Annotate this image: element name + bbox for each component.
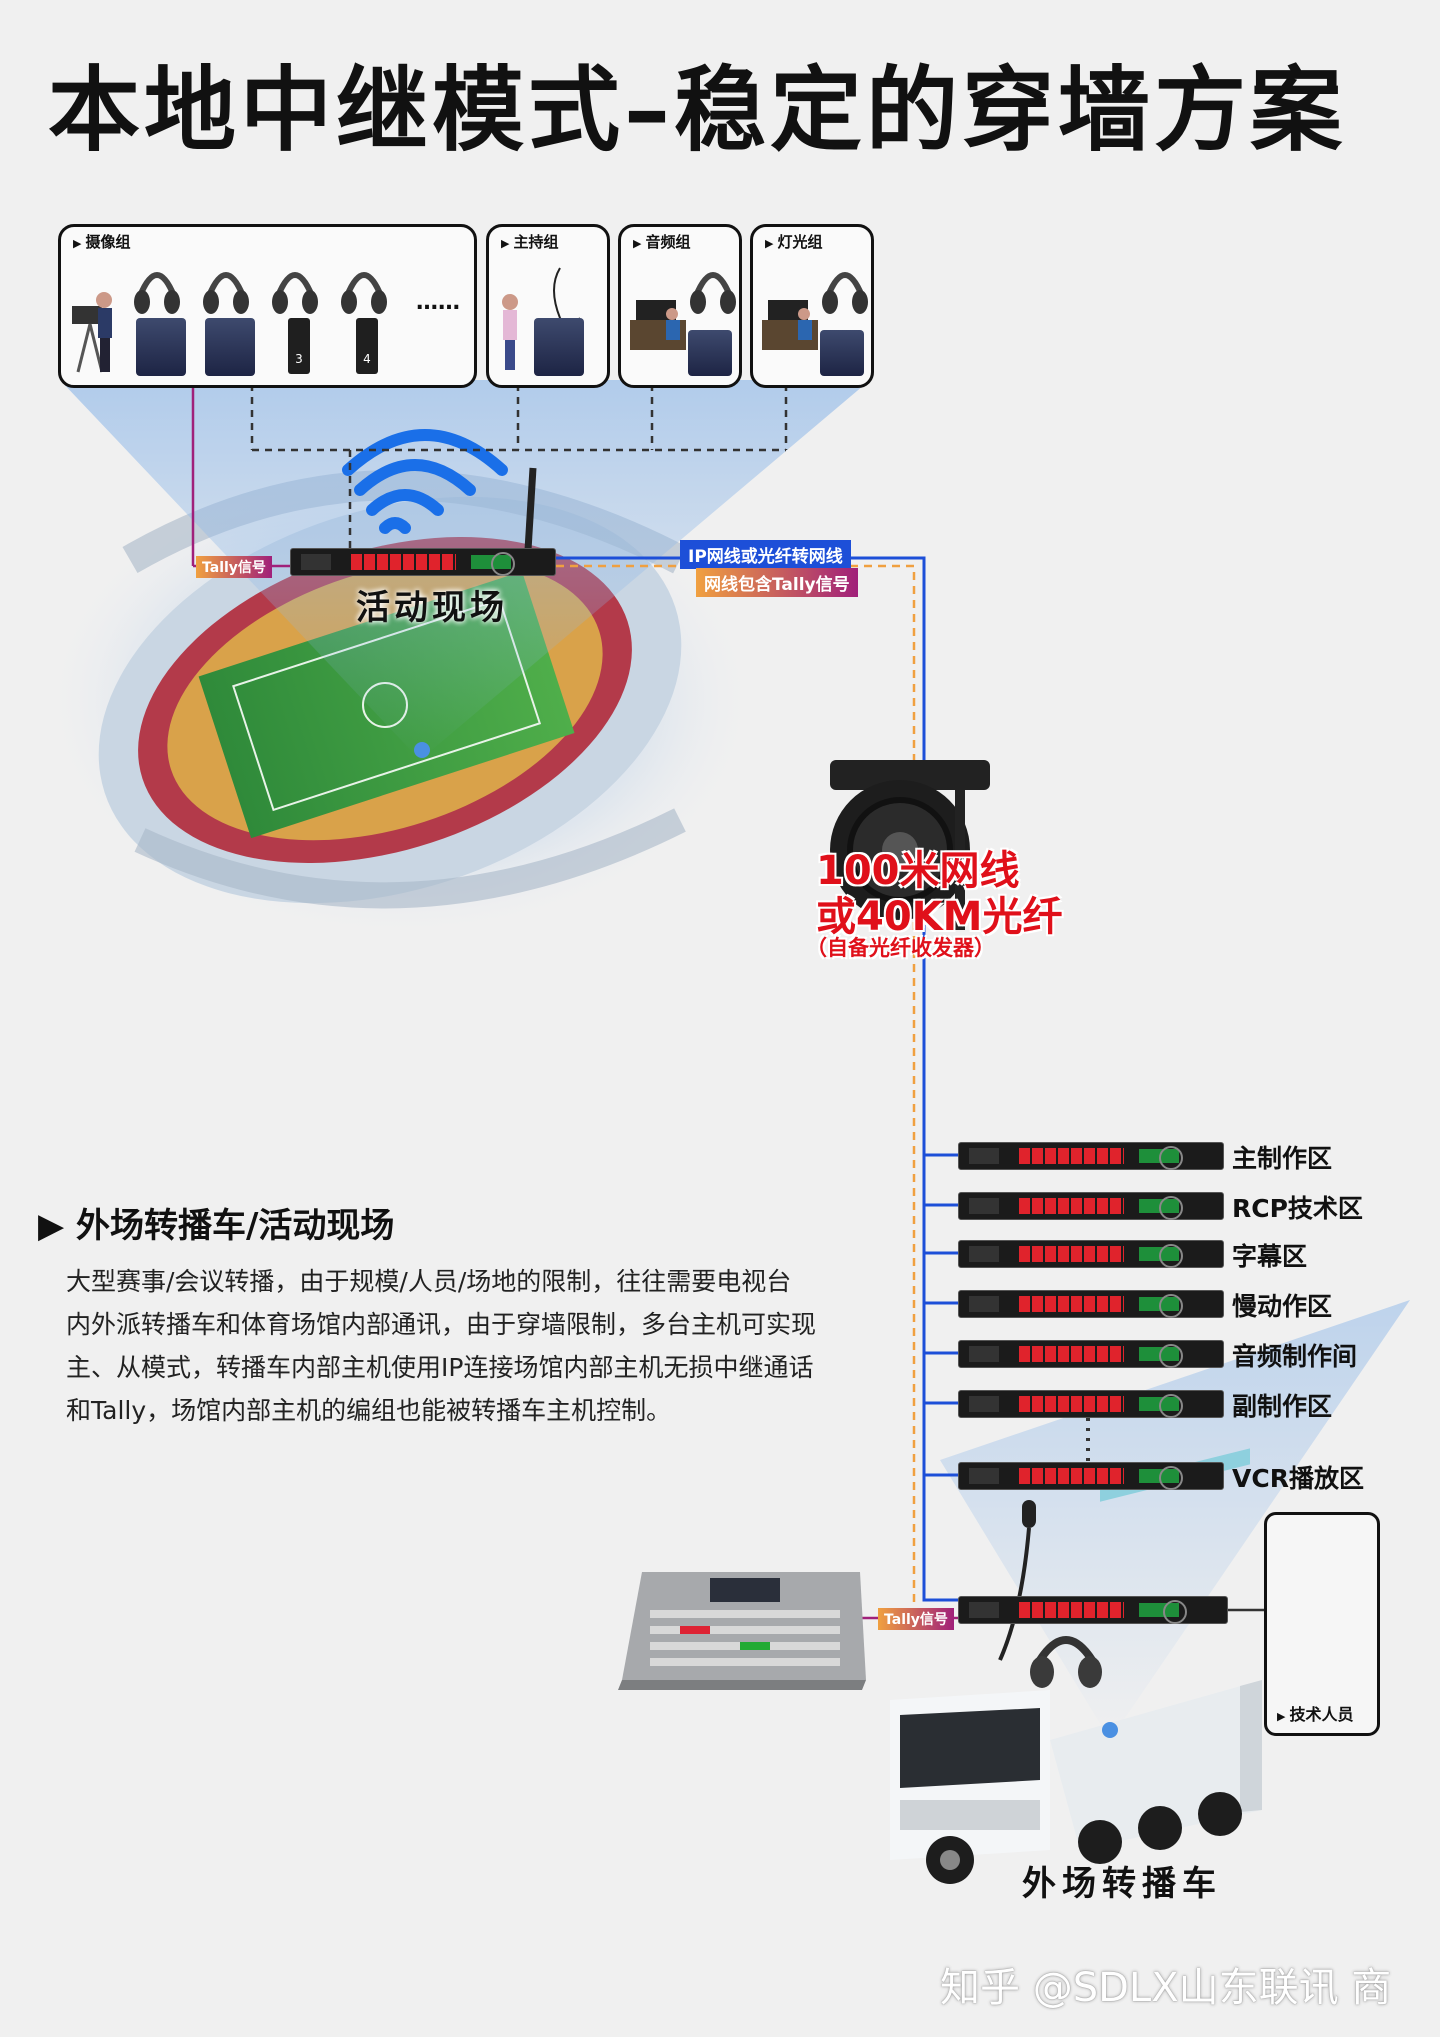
headset-icon — [134, 272, 180, 314]
beltpack-icon: 4 — [356, 318, 378, 374]
video-switcher-console — [618, 1572, 866, 1690]
watermark: 知乎 @SDLX山东联讯 商 — [940, 1965, 1392, 2011]
section-title: ▶ 外场转播车/活动现场 — [38, 1198, 394, 1247]
cable-note: （自备光纤收发器） — [806, 936, 995, 960]
group-connectors — [250, 384, 788, 548]
group-icons — [72, 267, 818, 373]
tally-tag-bottom: Tally信号 — [878, 1608, 954, 1630]
zone-rack — [958, 1142, 1224, 1170]
cable-reel-icon — [830, 760, 990, 930]
earpiece-icon — [553, 267, 581, 326]
zone-label: 字幕区 — [1232, 1242, 1308, 1271]
zone-branches — [924, 1153, 958, 1477]
beltpack-number: 4 — [363, 352, 371, 366]
triangle-icon: ▶ — [765, 237, 774, 250]
beltpack-number: 3 — [295, 352, 303, 366]
triangle-icon: ▶ — [38, 1206, 65, 1246]
paragraph-line: 大型赛事/会议转播，由于规模/人员/场地的限制，往往需要电视台 — [66, 1267, 792, 1296]
triangle-icon: ▶ — [633, 237, 642, 250]
beltpack-icon — [688, 330, 732, 376]
headset-icon — [203, 272, 249, 314]
beltpack-icon — [136, 318, 186, 376]
presenter-icon — [502, 294, 518, 370]
cable-label-2: 或40KM光纤 — [816, 894, 1063, 940]
zone-rack — [958, 1290, 1224, 1318]
group-label-host: 主持组 — [513, 233, 559, 251]
zone-rack — [958, 1390, 1224, 1418]
headset-icon — [822, 272, 868, 314]
headset-icon — [272, 272, 318, 314]
link-label-tally: 网线包含Tally信号 — [696, 568, 858, 597]
zone-rack — [958, 1192, 1224, 1220]
zone-rack — [958, 1462, 1224, 1490]
location-dot — [414, 742, 430, 758]
wifi-icon — [342, 429, 508, 534]
camera-operator-icon — [72, 292, 112, 373]
zone-label: 慢动作区 — [1232, 1292, 1333, 1321]
section-title-text: 外场转播车/活动现场 — [76, 1206, 395, 1246]
coverage-beam-bottom — [940, 1300, 1410, 1740]
zone-label: 音频制作间 — [1232, 1342, 1358, 1371]
paragraph-line: 主、从模式，转播车内部主机使用IP连接场馆内部主机无损中继通话 — [66, 1353, 814, 1382]
group-label-audio: 音频组 — [645, 233, 691, 251]
page-title: 本地中继模式–稳定的穿墙方案 — [48, 57, 1347, 164]
group-label-lighting: 灯光组 — [777, 233, 823, 251]
paragraph-line: 和Tally，场馆内部主机的编组也能被转播车主机控制。 — [66, 1396, 672, 1425]
tech-staff-box: ▶技术人员 — [1264, 1512, 1380, 1736]
intercom-host-truck — [958, 1596, 1228, 1624]
triangle-icon: ▶ — [1277, 1710, 1286, 1723]
triangle-icon: ▶ — [73, 237, 82, 250]
beltpack-icon: 3 — [288, 318, 310, 374]
zone-label: 主制作区 — [1232, 1144, 1333, 1173]
paragraph-line: 内外派转播车和体育场馆内部通讯，由于穿墙限制，多台主机可实现 — [66, 1310, 817, 1339]
lighting-desk-icon — [762, 300, 818, 350]
tech-label: ▶技术人员 — [1277, 1705, 1354, 1724]
zone-rack — [958, 1340, 1224, 1368]
antenna-icon — [524, 467, 537, 551]
audio-desk-icon — [630, 300, 686, 350]
beltpack-icon — [534, 318, 584, 376]
headset-icon — [690, 272, 736, 314]
link-label-ip: IP网线或光纤转网线 — [680, 540, 851, 569]
truck-label: 外场转播车 — [1022, 1864, 1222, 1904]
group-camera: ▶摄像组 — [58, 224, 477, 388]
zone-rack — [958, 1240, 1224, 1268]
cable-label-1: 100米网线 — [816, 848, 1020, 894]
triangle-icon: ▶ — [501, 237, 510, 250]
group-label-camera: 摄像组 — [85, 233, 131, 251]
tally-tag-top: Tally信号 — [196, 556, 272, 578]
location-dot-truck — [1102, 1722, 1118, 1738]
venue-label: 活动现场 — [356, 588, 508, 628]
description-paragraph: 大型赛事/会议转播，由于规模/人员/场地的限制，往往需要电视台 内外派转播车和体… — [66, 1260, 906, 1432]
headset-icon — [341, 272, 387, 314]
beltpack-icon — [820, 330, 864, 376]
more-dots: …… — [416, 290, 460, 315]
headset-icon-truck — [1030, 1636, 1102, 1688]
zone-label: 副制作区 — [1232, 1392, 1333, 1421]
zone-label: VCR播放区 — [1232, 1464, 1364, 1493]
intercom-host-top — [290, 548, 556, 576]
beltpack-icon — [205, 318, 255, 376]
zone-label: RCP技术区 — [1232, 1194, 1363, 1223]
